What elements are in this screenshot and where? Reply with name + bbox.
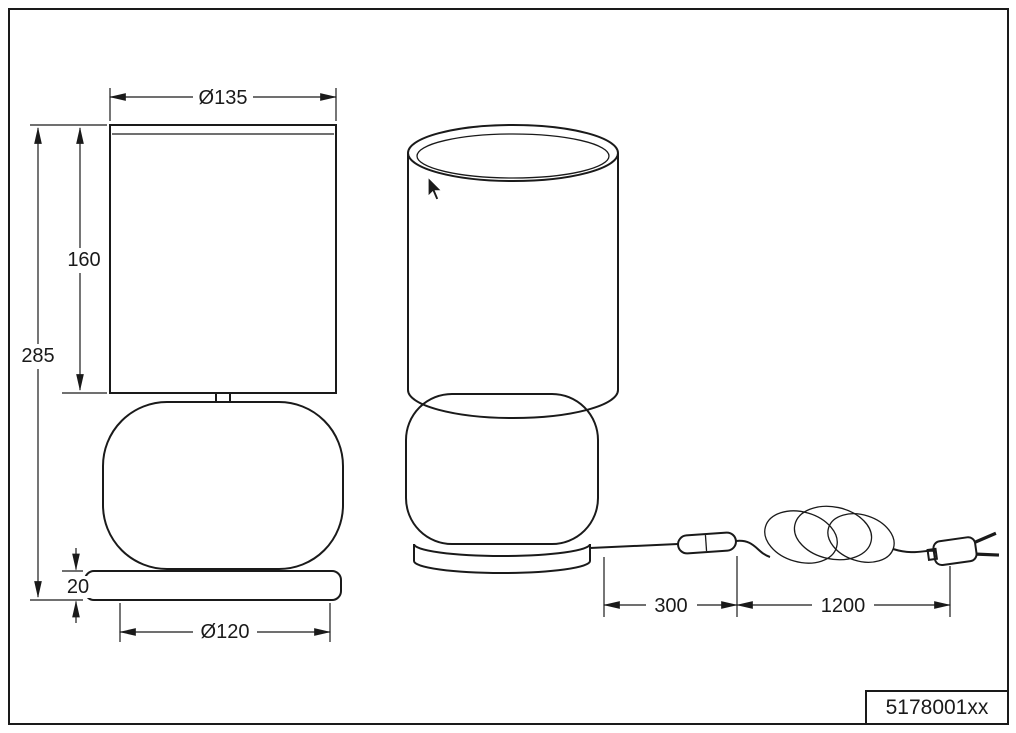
dim-label-cord-to-switch: 300 [654, 595, 687, 617]
dim-label-shade-diameter: Ø135 [199, 87, 248, 109]
front-lamp-shade [109, 124, 337, 394]
dim-label-base-diameter: Ø120 [201, 621, 250, 643]
front-lamp-neck [215, 392, 231, 403]
coil-loop [764, 510, 838, 564]
front-dimensions: Ø135 160 285 20 Ø120 [16, 85, 337, 645]
persp-base-bottom-edge [413, 560, 591, 574]
persp-lamp-body [405, 393, 599, 545]
plug-body [932, 536, 978, 567]
cord-coil [764, 505, 895, 564]
coil-loop [793, 505, 873, 561]
power-cord [589, 505, 1000, 567]
drawing-border [8, 8, 1009, 725]
label-mask [193, 619, 257, 645]
plug-pin-bottom [976, 552, 1000, 557]
dim-label-shade-height: 160 [67, 249, 100, 271]
coil-loop [827, 513, 895, 563]
persp-shade-inner-rim [416, 133, 610, 179]
switch-body [677, 531, 737, 555]
perspective-view [405, 124, 619, 574]
plug-pin-top [974, 531, 997, 544]
label-mask [16, 344, 60, 369]
part-number-text: 5178001xx [886, 696, 989, 719]
cord-segment-lamp-to-switch [589, 543, 679, 549]
front-lamp-body [102, 401, 344, 570]
label-mask [646, 593, 697, 617]
part-number-box: 5178001xx [865, 690, 1009, 725]
mouse-cursor-icon [427, 175, 444, 201]
cord-dimensions: 300 1200 [603, 556, 951, 617]
persp-shade-bottom-edge [407, 389, 619, 419]
inline-switch [677, 531, 737, 555]
label-mask [812, 593, 874, 617]
plug-cord-nub [926, 547, 939, 561]
label-mask [193, 85, 253, 110]
dim-label-switch-to-plug: 1200 [821, 595, 866, 617]
power-plug [926, 531, 1000, 567]
front-view [84, 124, 344, 601]
front-lamp-base [84, 570, 342, 601]
persp-base-seam [413, 543, 591, 557]
dim-label-base-height: 20 [67, 576, 89, 598]
cord-segment-switch-to-coil [735, 539, 771, 558]
switch-divider-line [704, 535, 708, 552]
dim-label-total-height: 285 [21, 345, 54, 367]
part-number-frame [865, 690, 1009, 725]
label-mask [62, 248, 106, 273]
label-mask [61, 576, 94, 598]
